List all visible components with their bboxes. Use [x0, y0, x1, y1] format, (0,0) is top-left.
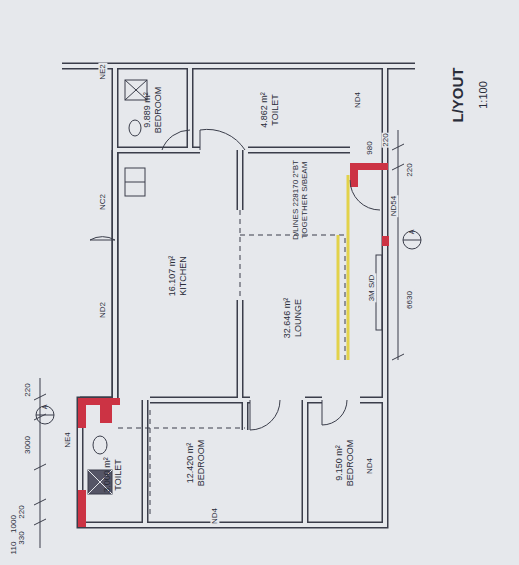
- dimension: 980: [365, 140, 374, 155]
- room-area: 32.646 m²: [282, 298, 293, 339]
- room: 9.889 m²BEDROOM: [119, 72, 187, 148]
- room-label: 16.107 m²KITCHEN: [167, 256, 189, 297]
- room: 16.107 m²KITCHEN: [119, 154, 237, 398]
- scale: 1:100: [477, 80, 490, 110]
- title: L/YOUT: [449, 67, 466, 124]
- red-walls: [78, 163, 389, 527]
- dimension: 220: [381, 132, 390, 147]
- door-code: 3M S/D: [367, 274, 376, 303]
- dimension: 1000: [9, 514, 18, 534]
- beam-note: D/LINES 228170 2"BT TOGETHER S/BEAM: [291, 159, 309, 241]
- walls-inner: [62, 66, 415, 525]
- dimension: 6630: [405, 290, 414, 310]
- dimension: 3000: [23, 435, 32, 455]
- room-name: KITCHEN: [178, 256, 189, 297]
- room: 3.000 m²TOILET: [84, 428, 142, 522]
- room-name: BEDROOM: [153, 87, 164, 134]
- dimension: 220: [23, 382, 32, 397]
- section-mark: A: [41, 404, 49, 411]
- room-label: 9.150 m²BEDROOM: [334, 440, 356, 487]
- room-label: 3.000 m²TOILET: [102, 457, 124, 493]
- door-code: NC2: [98, 193, 107, 211]
- dimension: 110: [9, 541, 18, 556]
- door-code: NE2: [98, 63, 107, 81]
- room-name: TOILET: [113, 457, 124, 493]
- dimension: 330: [17, 530, 26, 545]
- room-name: LOUNGE: [293, 298, 304, 339]
- walls-outer: [62, 66, 415, 525]
- beam-lines: [338, 175, 348, 360]
- room-label: 9.889 m²BEDROOM: [142, 87, 164, 134]
- door-code: ND54: [389, 195, 398, 217]
- room: 32.646 m²LOUNGE: [244, 238, 342, 398]
- room: 12.420 m²BEDROOM: [148, 404, 243, 522]
- doors-fixtures: [88, 80, 382, 494]
- room-label: 12.420 m²BEDROOM: [185, 440, 207, 487]
- door-code: NE4: [63, 431, 72, 449]
- dashed-lines: [118, 210, 345, 518]
- room-area: 9.150 m²: [334, 440, 345, 487]
- room-label: 4.862 m²TOILET: [259, 92, 281, 128]
- door-code: ND4: [365, 457, 374, 475]
- section-mark: A: [408, 229, 416, 236]
- room-area: 4.862 m²: [259, 92, 270, 128]
- door-code: ND4: [353, 91, 362, 109]
- dimension-lines: [34, 130, 421, 548]
- door-code: ND4: [210, 507, 219, 525]
- dimension: 220: [405, 162, 414, 177]
- room-area: 9.889 m²: [142, 87, 153, 134]
- room: 4.862 m²TOILET: [192, 72, 347, 148]
- dimension: 220: [17, 504, 26, 519]
- room-area: 3.000 m²: [102, 457, 113, 493]
- room-area: 16.107 m²: [167, 256, 178, 297]
- room-name: BEDROOM: [196, 440, 207, 487]
- room-name: BEDROOM: [345, 440, 356, 487]
- room-area: 12.420 m²: [185, 440, 196, 487]
- room-name: TOILET: [270, 92, 281, 128]
- room-label: 32.646 m²LOUNGE: [282, 298, 304, 339]
- door-code: ND2: [98, 301, 107, 319]
